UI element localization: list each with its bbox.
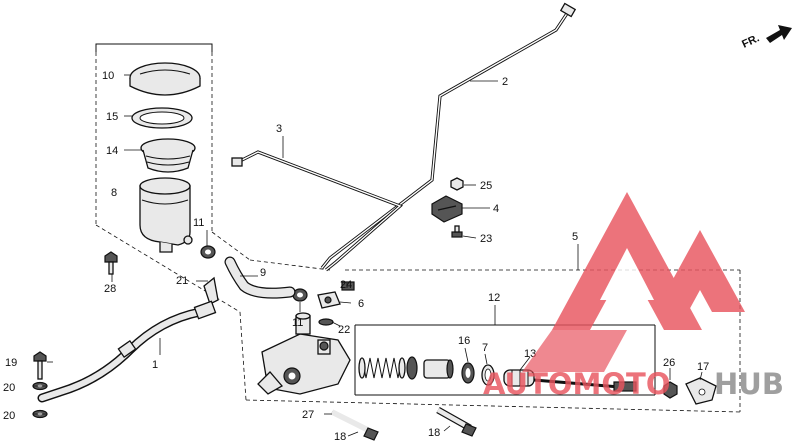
- pushrod-bolt: [436, 406, 477, 437]
- leader-lines: [33, 74, 703, 437]
- callout-18-left: 18: [334, 431, 346, 443]
- callout-20-upper: 20: [3, 382, 15, 394]
- master-cylinder-body: [257, 312, 351, 395]
- pushrod-boot: [503, 369, 535, 387]
- pushrod: [533, 378, 637, 392]
- reservoir-body: [139, 177, 193, 253]
- callout-20-lower: 20: [3, 410, 15, 422]
- callout-15: 15: [106, 111, 118, 123]
- watermark-triangle-base-icon: [522, 330, 627, 372]
- joint-washer: [318, 318, 334, 326]
- callout-2: 2: [502, 76, 508, 88]
- callout-26: 26: [663, 357, 675, 369]
- callout-11-upper: 11: [193, 217, 204, 229]
- fr-arrow-icon: [766, 25, 792, 43]
- reservoir-cap: [129, 62, 201, 96]
- watermark-brand-gray: HUB: [714, 367, 784, 401]
- reservoir-diaphragm: [140, 138, 196, 173]
- reservoir-seal: [131, 107, 193, 129]
- reservoir-hose: [224, 256, 296, 299]
- piston-seal: [406, 356, 418, 380]
- hose-clamp-upper: [200, 245, 216, 259]
- cup-seal: [461, 362, 475, 384]
- watermark-logo: AUTOMOTO HUB: [483, 192, 784, 401]
- clevis-yoke: [685, 377, 717, 405]
- callout-24: 24: [340, 279, 352, 291]
- clamp-nut: [450, 177, 464, 191]
- pipe-joint: [317, 291, 341, 309]
- watermark-triangle-inner-icon: [600, 248, 654, 300]
- fr-direction-marker: FR.: [740, 25, 792, 51]
- callout-16: 16: [458, 335, 470, 347]
- callout-14: 14: [106, 145, 118, 157]
- callout-11-lower: 11: [292, 317, 303, 329]
- callout-27: 27: [302, 409, 314, 421]
- callout-3: 3: [276, 123, 282, 135]
- callout-17: 17: [697, 361, 709, 373]
- callout-18-right: 18: [428, 427, 440, 439]
- callout-23: 23: [480, 233, 492, 245]
- fr-label: FR.: [740, 32, 761, 50]
- stopper-ring: [481, 364, 495, 386]
- pipe-clamp: [431, 195, 463, 223]
- callout-7: 7: [482, 342, 488, 354]
- callout-19: 19: [5, 357, 17, 369]
- bolt-19: [33, 351, 47, 380]
- watermark-brand-red: AUTOMOTO: [483, 367, 670, 401]
- clamp-bolt: [451, 225, 463, 238]
- lock-nut: [663, 381, 678, 399]
- clutch-pipe-secondary: [231, 150, 404, 272]
- callout-21: 21: [176, 275, 188, 287]
- callout-4: 4: [493, 203, 499, 215]
- callout-5: 5: [572, 231, 578, 243]
- callout-9: 9: [260, 267, 266, 279]
- watermark-triangle-right-icon: [655, 230, 745, 312]
- callout-1: 1: [152, 359, 158, 371]
- callout-6: 6: [358, 298, 364, 310]
- pivot-bolt: [330, 409, 379, 441]
- piston: [423, 359, 454, 379]
- callout-22: 22: [338, 324, 350, 336]
- clutch-pipe: [320, 2, 577, 269]
- mounting-bolt-28: [104, 251, 118, 275]
- callout-8: 8: [111, 187, 117, 199]
- callout-10: 10: [102, 70, 114, 82]
- hose-bracket: [203, 276, 219, 305]
- callout-25: 25: [480, 180, 492, 192]
- clutch-hose: [37, 300, 217, 403]
- callout-12: 12: [488, 292, 500, 304]
- callout-28: 28: [104, 283, 116, 295]
- union-bolt: [341, 281, 355, 291]
- return-spring: [358, 357, 406, 379]
